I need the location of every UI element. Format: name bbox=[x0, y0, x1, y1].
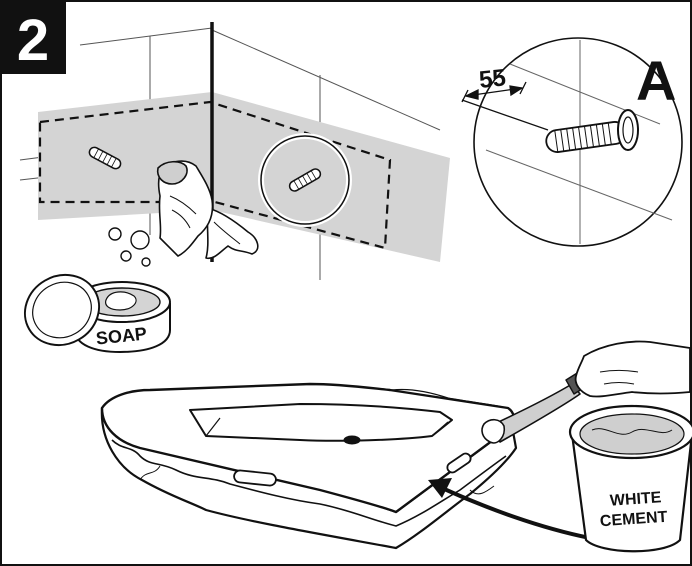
dimension-value: 55 bbox=[478, 64, 507, 94]
hand-with-spatula bbox=[481, 340, 691, 444]
dimension-line bbox=[461, 81, 549, 131]
hand-with-cloth bbox=[156, 160, 259, 260]
step-number: 2 bbox=[17, 8, 49, 73]
detail-marker: A bbox=[636, 49, 676, 112]
bolt-right bbox=[288, 168, 322, 192]
soap-bubbles bbox=[108, 227, 151, 267]
application-arrow bbox=[428, 478, 591, 540]
cement-bucket: WHITE CEMENT bbox=[568, 404, 692, 553]
step-badge: 2 bbox=[0, 0, 66, 74]
basin-outline-dashed bbox=[38, 100, 392, 250]
basin-scene bbox=[100, 382, 518, 550]
cement-label-line2: CEMENT bbox=[599, 509, 668, 531]
wall-scene: SOAP bbox=[19, 22, 450, 354]
cement-label-line1: WHITE bbox=[609, 489, 662, 510]
threaded-bolt bbox=[545, 109, 639, 153]
shaded-wall-area bbox=[38, 92, 450, 262]
detail-view: 55 A bbox=[461, 37, 683, 247]
bolt-left bbox=[88, 146, 122, 170]
soap-tin: SOAP bbox=[23, 273, 171, 354]
